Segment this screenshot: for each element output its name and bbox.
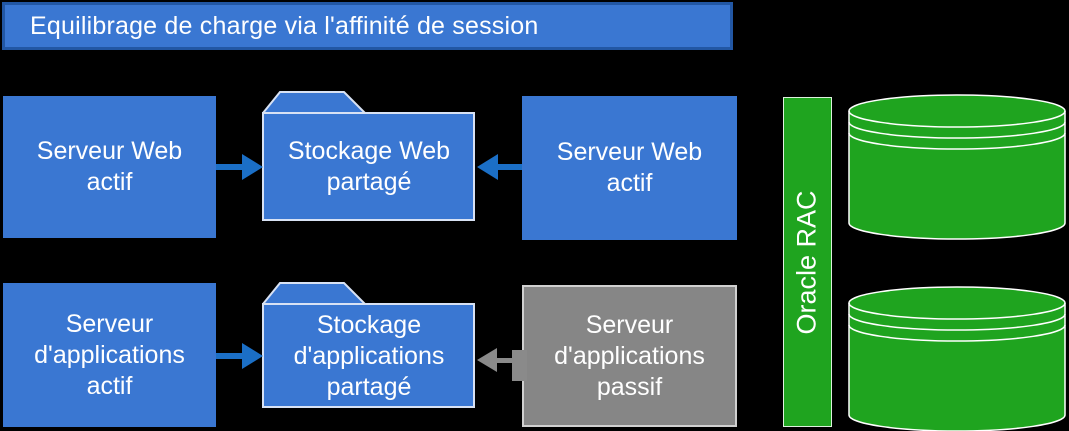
oracle-rac-bar: Oracle RAC: [783, 97, 832, 427]
node-label-line: actif: [606, 169, 653, 197]
node-label-line: d'applications: [34, 340, 185, 369]
web-server-active-right-box: Serveur Web actif: [522, 96, 737, 240]
app-server-active-box: Serveur d'applications actif: [3, 283, 216, 427]
node-label-line: Serveur: [65, 309, 154, 338]
arrow-app-passive-stub: [512, 350, 527, 381]
node-label-line: partagé: [326, 373, 412, 401]
title-bar: Equilibrage de charge via l'affinité de …: [2, 2, 733, 50]
oracle-rac-label: Oracle RAC: [792, 189, 822, 335]
node-label-line: partagé: [326, 168, 412, 196]
arrow-app-left-shaft: [216, 353, 244, 359]
node-label-line: Stockage: [316, 311, 422, 339]
node-label-line: Serveur: [585, 310, 674, 339]
database-cylinder-icon: [848, 286, 1066, 431]
web-storage-shared-folder: Stockage Web partagé: [262, 113, 476, 221]
node-label-line: d'applications: [293, 342, 445, 370]
node-label-line: d'applications: [554, 341, 705, 370]
folder-icon: [262, 91, 475, 221]
arrow-right-icon: [242, 343, 263, 369]
node-label-line: actif: [86, 371, 133, 400]
arrow-web-right-shaft: [496, 164, 522, 170]
arrow-left-icon: [477, 154, 498, 180]
web-server-active-left-box: Serveur Web actif: [3, 96, 216, 238]
node-label-line: Serveur Web: [36, 137, 183, 165]
node-label-line: actif: [86, 168, 133, 196]
arrow-app-passive-shaft: [495, 358, 513, 363]
arrow-left-gray-icon: [477, 348, 497, 372]
node-label-line: Stockage Web: [287, 137, 451, 165]
title-text: Equilibrage de charge via l'affinité de …: [30, 11, 539, 40]
app-storage-shared-folder: Stockage d'applications partagé: [262, 304, 476, 409]
app-server-passive-box: Serveur d'applications passif: [522, 285, 737, 427]
node-label-line: Serveur Web: [556, 138, 703, 166]
arrow-web-left-shaft: [216, 164, 244, 170]
database-cylinder-icon: [848, 94, 1066, 240]
folder-icon: [262, 282, 475, 408]
arrow-right-icon: [242, 154, 263, 180]
node-label-line: passif: [596, 372, 663, 401]
